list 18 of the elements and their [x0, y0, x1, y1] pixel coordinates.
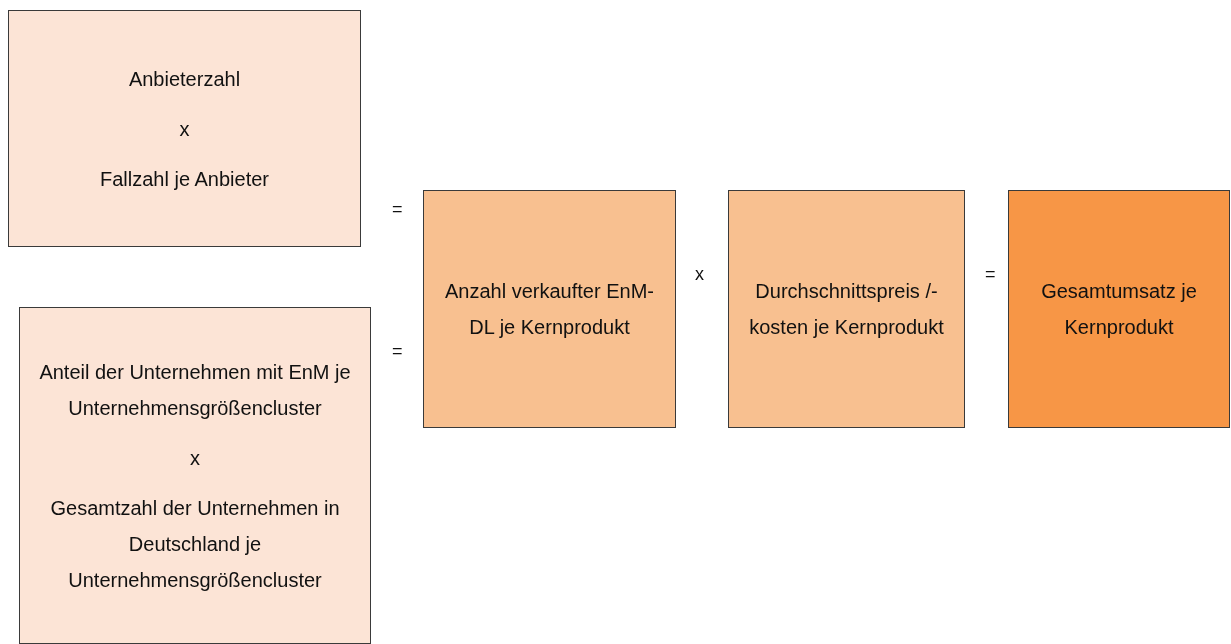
box-text: Anzahl verkaufter EnM-DL je Kernprodukt	[444, 279, 655, 340]
operator-sign: x	[695, 264, 704, 285]
formula-box	[728, 190, 965, 428]
formula-box	[423, 190, 676, 428]
formula-box	[8, 10, 361, 247]
operator-sign: =	[985, 264, 996, 285]
box-text: Fallzahl je Anbieter	[100, 166, 269, 192]
operator-sign: =	[392, 341, 403, 362]
operator-sign: x	[179, 116, 190, 142]
operator-sign: =	[392, 199, 403, 220]
formula-box	[19, 307, 371, 644]
box-text: Anbieterzahl	[128, 66, 241, 92]
box-text: Gesamtumsatz je Kernprodukt	[1040, 279, 1198, 340]
box-text: Anteil der Unternehmen mit EnM je Unternehmensgrößencluster	[38, 359, 352, 421]
box-text: Durchschnittspreis /-kosten je Kernprodukt	[748, 279, 945, 340]
operator-sign: x	[190, 445, 200, 471]
box-text: Gesamtzahl der Unternehmen in Deutschland je Unternehmensgrößencluster	[49, 495, 341, 593]
formula-box	[1008, 190, 1230, 428]
